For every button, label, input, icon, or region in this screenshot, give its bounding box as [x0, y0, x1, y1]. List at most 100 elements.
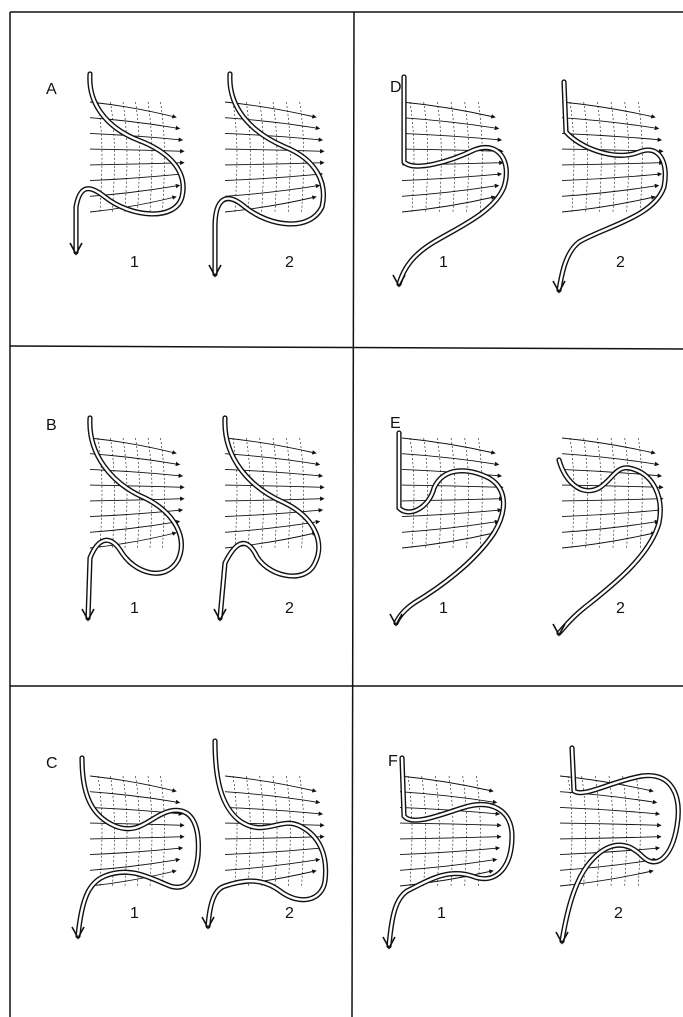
wall-inner [399, 77, 506, 284]
subfigure-c2: 2 [202, 741, 326, 928]
equipotential-line [111, 102, 115, 212]
equipotential-line [609, 776, 613, 886]
flow-streamline [560, 823, 660, 825]
flow-streamline [225, 848, 321, 855]
flow-streamline [90, 848, 181, 855]
equipotential-line [300, 776, 304, 886]
wall-inner [559, 82, 665, 290]
equipotential-line [273, 438, 277, 548]
subfigure-number: 2 [616, 254, 625, 271]
subfigure-number: 2 [285, 905, 294, 922]
flow-streamline [225, 118, 319, 129]
flow-streamline [225, 837, 323, 839]
flow-streamline [402, 174, 500, 181]
equipotential-line [478, 438, 482, 548]
panel-letter: C [46, 755, 58, 772]
flow-streamline [562, 163, 662, 165]
frame-center-line [352, 12, 354, 1017]
equipotential-line [136, 776, 140, 886]
equipotential-line [625, 438, 629, 548]
equipotential-line [638, 102, 642, 212]
wall-inner [88, 418, 181, 618]
flow-streamline [402, 118, 498, 129]
subfigure-d2: 2 [553, 82, 665, 292]
subfigure-number: 2 [614, 905, 623, 922]
equipotential-line [148, 776, 152, 886]
flow-streamline [402, 133, 500, 140]
equipotential-line [595, 776, 599, 886]
wall-outline [88, 418, 181, 618]
flow-streamline [225, 792, 319, 803]
flow-streamline [400, 848, 498, 855]
flow-streamline [90, 522, 179, 533]
equipotential-line [286, 438, 290, 548]
subfigure-b1: 1 [82, 418, 183, 620]
equipotential-line [260, 102, 264, 212]
subfigure-number: 2 [285, 600, 294, 617]
flow-streamline [90, 149, 183, 151]
grid-frame [10, 12, 683, 1017]
subfigure-e1: 1 [390, 433, 504, 625]
flow-streamline [402, 485, 502, 487]
wall-outline [215, 74, 323, 274]
subfigure-number: 1 [130, 254, 139, 271]
panel-d: D12 [390, 77, 665, 292]
panel-f: F12 [383, 748, 678, 948]
equipotential-line [161, 438, 165, 548]
subfigure-a2: 2 [209, 74, 323, 276]
flow-streamline [400, 837, 500, 839]
equipotential-line [148, 102, 152, 212]
flow-streamline [562, 174, 660, 181]
flow-streamline [90, 837, 183, 839]
flow-streamline [562, 186, 658, 197]
wall-outline [399, 77, 506, 284]
equipotential-line [424, 102, 428, 212]
subfigure-d1: 1 [393, 77, 506, 286]
panel-e: E 1 2 [390, 415, 662, 635]
subfigure-number: 1 [439, 600, 448, 617]
equipotential-line [465, 102, 469, 212]
panel-c: C1 2 [46, 741, 326, 938]
equipotential-line [111, 776, 115, 886]
flow-streamline [90, 499, 183, 501]
equipotential-line [623, 776, 627, 886]
equipotential-line [476, 776, 480, 886]
wall-inner [215, 74, 323, 274]
equipotential-line [463, 776, 467, 886]
subfigure-c1: 1 [72, 758, 198, 938]
equipotential-line [286, 776, 290, 886]
subfigure-number: 2 [285, 254, 294, 271]
flow-streamline [225, 860, 319, 871]
subfigure-number: 2 [616, 600, 625, 617]
subfigure-number: 1 [130, 600, 139, 617]
flow-streamline [225, 149, 323, 151]
panel-letter: A [46, 81, 57, 98]
panel-letter: E [390, 415, 401, 432]
subfigure-f1: 1 [383, 758, 512, 948]
equipotential-line [260, 776, 264, 886]
flow-streamline [90, 485, 183, 487]
equipotential-line [638, 438, 642, 548]
equipotential-line [478, 102, 482, 212]
equipotential-line [435, 776, 439, 886]
equipotential-line [123, 102, 127, 212]
equipotential-line [246, 438, 250, 548]
flow-streamline [90, 792, 179, 803]
flow-streamline [560, 807, 658, 814]
equipotential-line [300, 438, 304, 548]
equipotential-line [611, 438, 615, 548]
flow-streamline [562, 118, 658, 129]
frame-row1-line [10, 346, 683, 349]
equipotential-line [246, 776, 250, 886]
flow-streamline [402, 522, 498, 533]
flow-streamline [562, 522, 658, 533]
equipotential-line [597, 102, 601, 212]
flow-streamline [225, 186, 319, 197]
wall-outline [220, 418, 319, 618]
panel-a: A 1 2 [46, 74, 323, 276]
flow-streamline [402, 454, 498, 465]
flow-streamline [562, 454, 658, 465]
subfigure-f2: 2 [556, 748, 678, 943]
flow-streamline [90, 860, 179, 871]
